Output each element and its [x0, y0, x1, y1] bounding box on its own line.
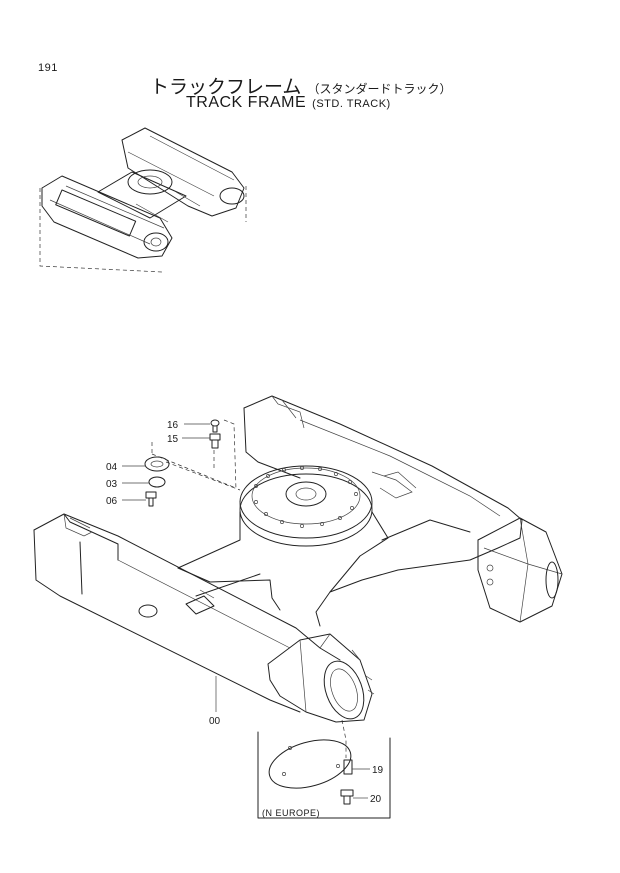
title-japanese-sub: （スタンダードトラック）	[307, 82, 452, 96]
title-japanese: トラックフレーム （スタンダードトラック）	[150, 72, 451, 99]
part-label: 04	[106, 462, 118, 473]
title-english: TRACK FRAME (STD. TRACK)	[186, 94, 391, 112]
part-bolt-15	[209, 433, 221, 449]
part-gasket-03	[148, 476, 166, 488]
page-number: 191	[38, 62, 58, 74]
part-label: 06	[106, 496, 118, 507]
track-frame-drawing	[33, 395, 563, 723]
part-label: 00	[209, 716, 221, 727]
inset-n-europe	[257, 719, 391, 819]
turntable-bolt-holes	[254, 466, 358, 528]
part-bolt-19	[343, 759, 353, 775]
part-label: 16	[167, 420, 179, 431]
title-japanese-main: トラックフレーム	[150, 77, 302, 98]
overview-thumbnail	[39, 127, 247, 273]
part-label: 19	[372, 765, 384, 776]
part-label: 20	[370, 794, 382, 805]
part-cover-04	[144, 456, 170, 472]
part-bolt-16	[210, 419, 220, 433]
part-label: 03	[106, 479, 118, 490]
part-label: 15	[167, 434, 179, 445]
title-english-sub: (STD. TRACK)	[312, 98, 391, 110]
part-labels: 16 15 04 03 06 00 19 20 (N EUROPE)	[106, 420, 384, 818]
part-bolt-20	[340, 789, 354, 805]
inset-note: (N EUROPE)	[262, 808, 320, 818]
title-english-main: TRACK FRAME	[186, 94, 307, 111]
leader-lines	[122, 423, 370, 799]
part-bolt-06	[145, 491, 157, 507]
